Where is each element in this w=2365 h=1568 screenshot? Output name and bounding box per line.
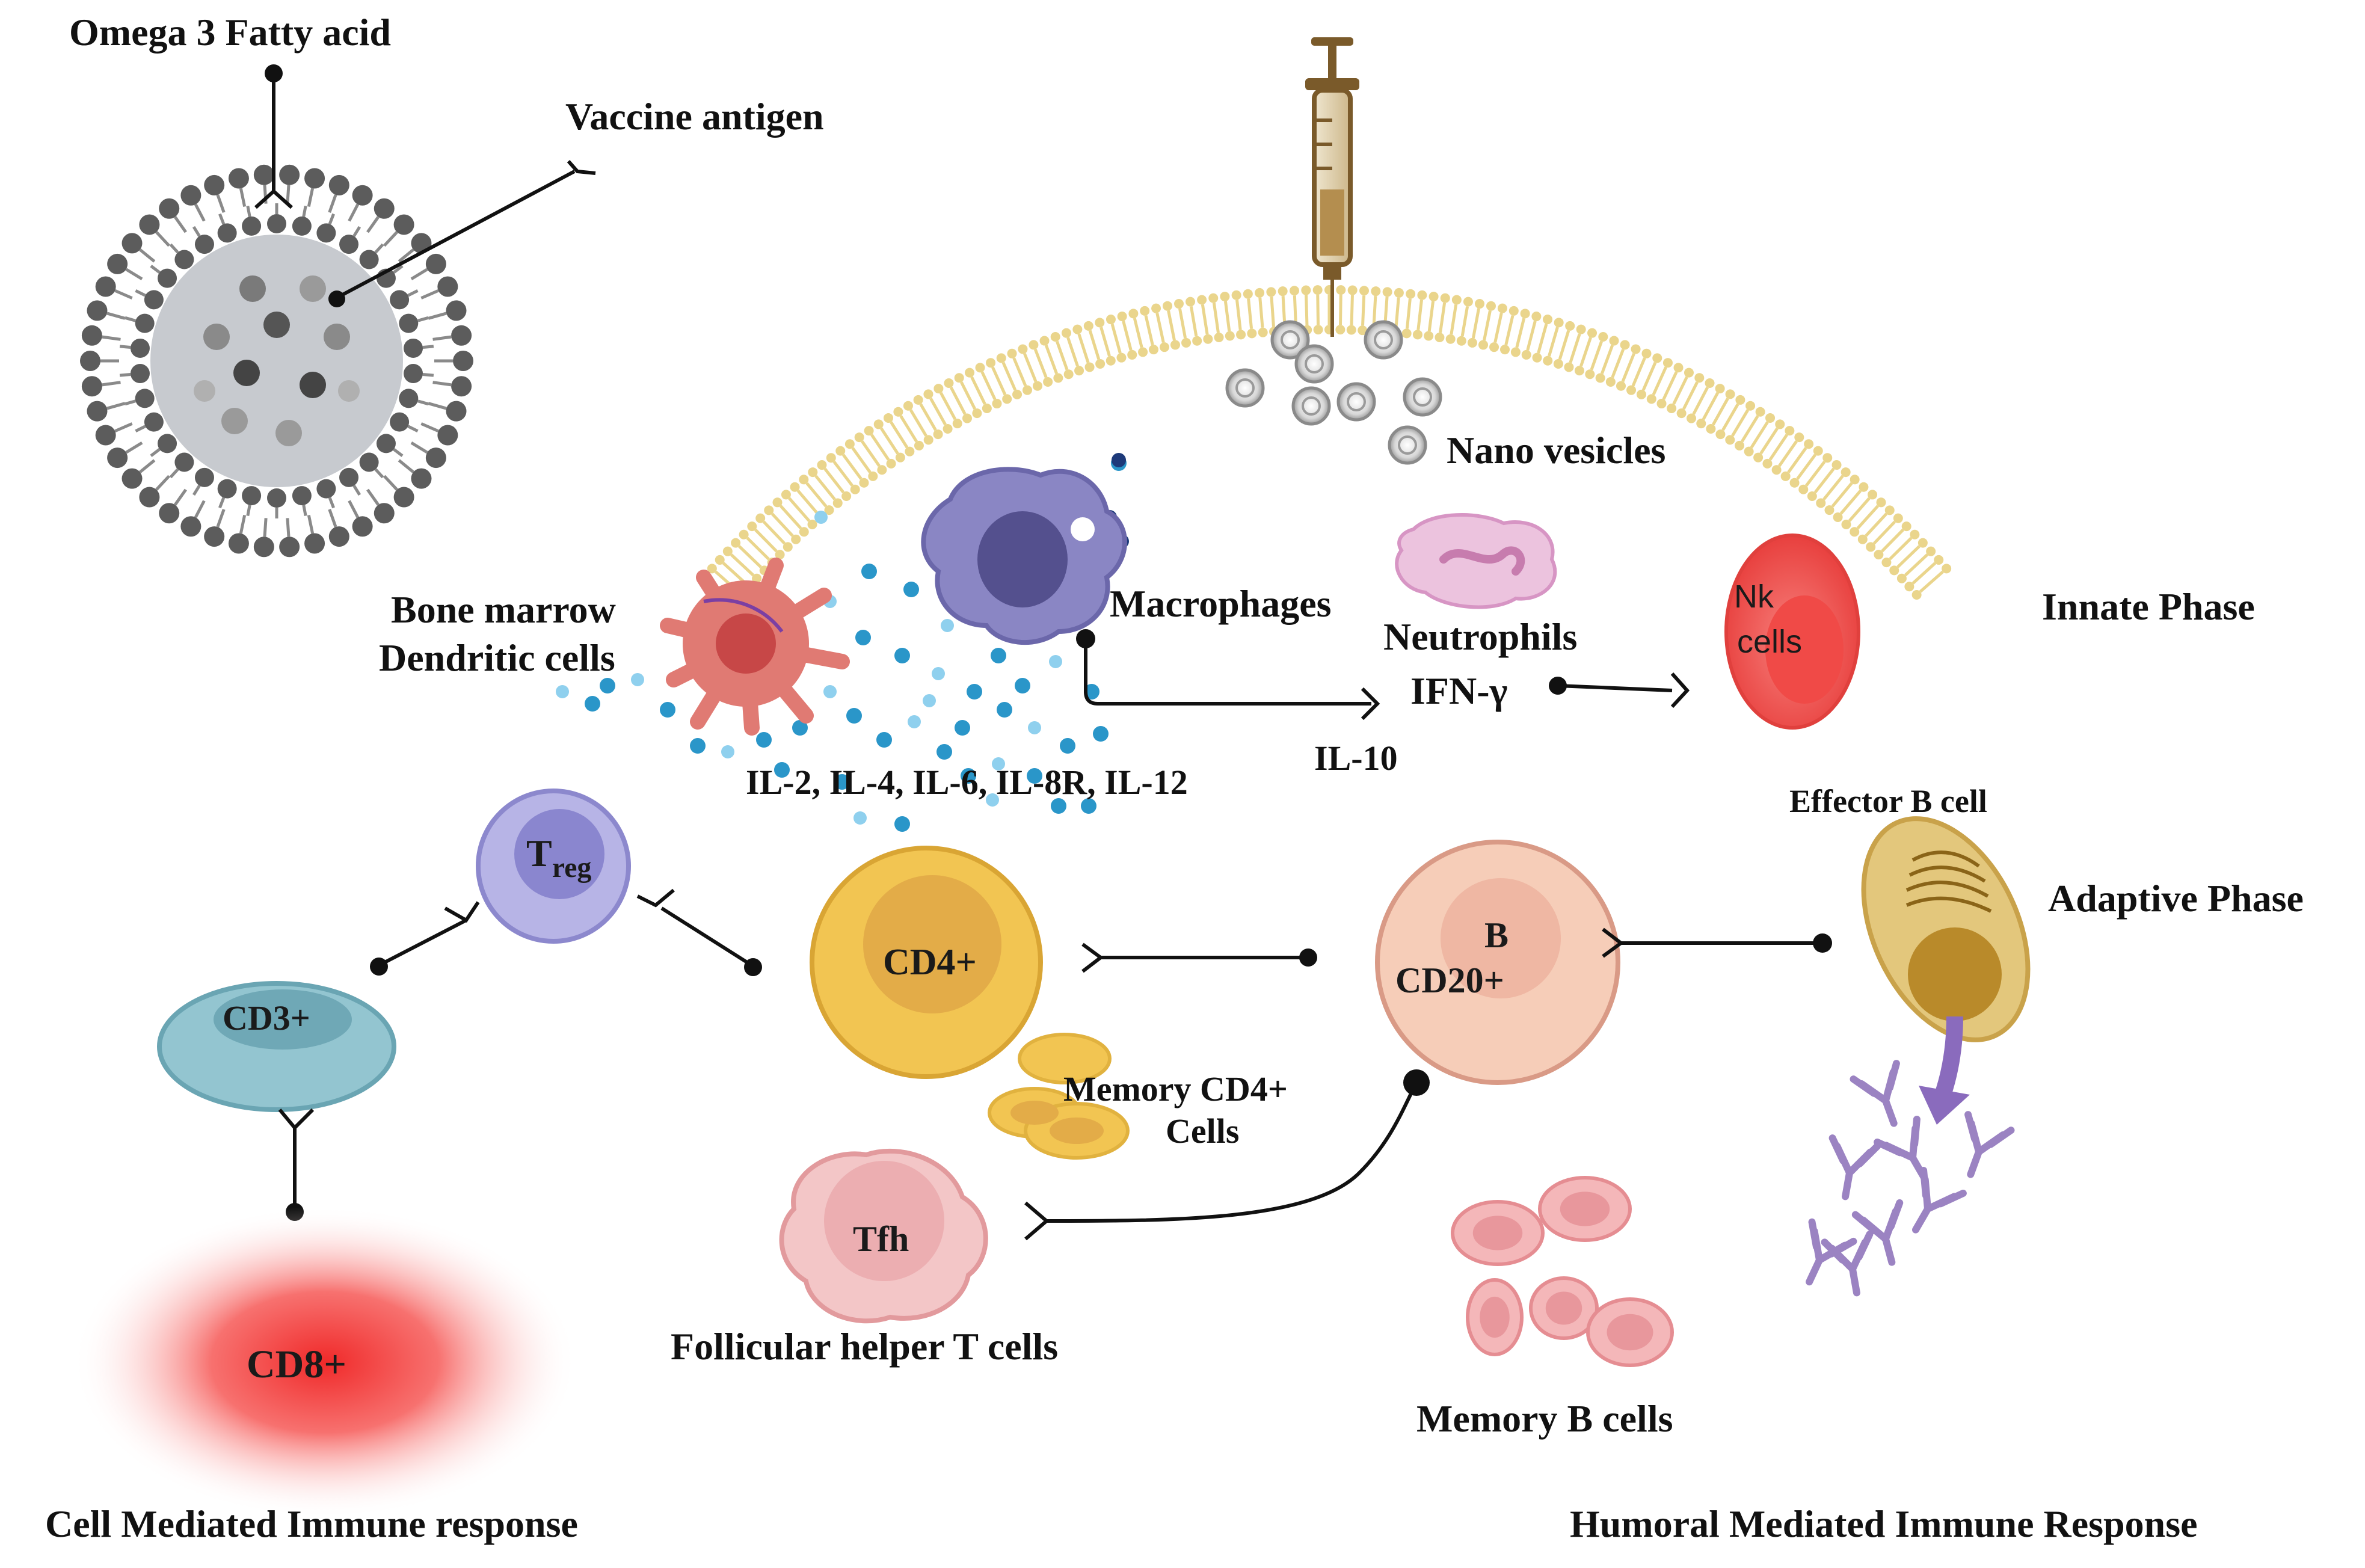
bone-marrow-label-2: Dendritic cells [379,636,615,679]
dendritic-cell [660,558,850,736]
memory-b-label: Memory B cells [1416,1397,1673,1440]
nano-vesicles [1225,320,1442,465]
b-label-2: CD20+ [1395,961,1504,1000]
macrophages-label: Macrophages [1110,582,1332,625]
b-connector-dot [1299,948,1317,967]
antibodies [1806,1060,2015,1297]
antibody-release-arrow [1919,1016,1970,1125]
nk-cell [1724,533,1860,730]
memory-cd4-cells [988,1033,1130,1160]
liposome [78,162,475,559]
b-label-1: B [1484,915,1508,955]
treg-to-cd4-connector [636,888,753,967]
nk-connector-dot [1549,677,1567,695]
cd4-connector-dot [744,958,762,976]
vaccine-antigen-pointer [336,160,596,300]
tfh-cell [779,1148,988,1324]
cell-membrane-arc [707,285,1952,600]
memory-b-cells [1451,1176,1674,1367]
liposome-core [150,235,403,487]
b-cd20-cell [1375,840,1620,1085]
treg-to-cd3-connector [378,901,480,967]
b-to-effector-connector [1602,927,1816,958]
omega3-dot [265,64,283,82]
tfh-label: Tfh [853,1219,909,1259]
memory-cd4-label-1: Memory CD4+ [1063,1069,1288,1108]
nk-label-1: Nk [1734,579,1774,615]
cd3-cell [157,981,396,1112]
omega3-pointer [254,75,294,209]
ifn-gamma-label: IFN-γ [1410,669,1508,712]
cd3-connector-dot [370,958,388,976]
follicular-label: Follicular helper T cells [671,1325,1058,1368]
cell-mediated-label: Cell Mediated Immune response [45,1502,578,1545]
effector-connector-dot [1813,933,1832,953]
effector-b-cell [1861,816,2031,1042]
nano-vesicles-label: Nano vesicles [1447,429,1665,472]
syringe-icon [1305,37,1359,337]
neutrophil [1395,513,1557,609]
macrophage-connector-dot [1076,629,1095,648]
cd4-label: CD4+ [883,942,977,983]
ifn-to-macrophage-connector [1084,641,1380,721]
effector-b-label: Effector B cell [1789,783,1987,819]
antigen-particles [194,275,360,446]
bone-marrow-label-1: Bone marrow [391,588,616,631]
interleukins-label: IL-2, IL-4, IL-6, IL-8R, IL-12 [746,763,1188,802]
innate-phase-label: Innate Phase [2042,585,2255,628]
nk-to-ifn-connector [1557,672,1690,709]
humoral-label: Humoral Mediated Immune Response [1570,1502,2198,1545]
cd4-cell [810,846,1043,1079]
cd4-to-b-connector [1081,942,1305,973]
neutrophils-label: Neutrophils [1383,615,1577,658]
nk-label-2: cells [1737,624,1802,660]
treg-label: Treg [526,832,591,884]
memory-cd4-label-2: Cells [1166,1111,1239,1151]
treg-cell [476,789,631,944]
macrophage [921,467,1127,645]
tfh-to-b-connector [1024,1087,1415,1241]
il10-label: IL-10 [1314,739,1398,778]
tfh-connector-dot [1403,1069,1430,1096]
vaccine-antigen-label: Vaccine antigen [565,95,824,138]
vaccine-antigen-dot [328,291,345,307]
cd3-label: CD3+ [223,998,310,1038]
cd8-cell [72,1206,577,1519]
omega3-label: Omega 3 Fatty acid [69,11,391,54]
adaptive-phase-label: Adaptive Phase [2048,877,2304,920]
cd8-label: CD8+ [247,1342,346,1386]
cd3-to-cd8-connector [278,1108,315,1209]
